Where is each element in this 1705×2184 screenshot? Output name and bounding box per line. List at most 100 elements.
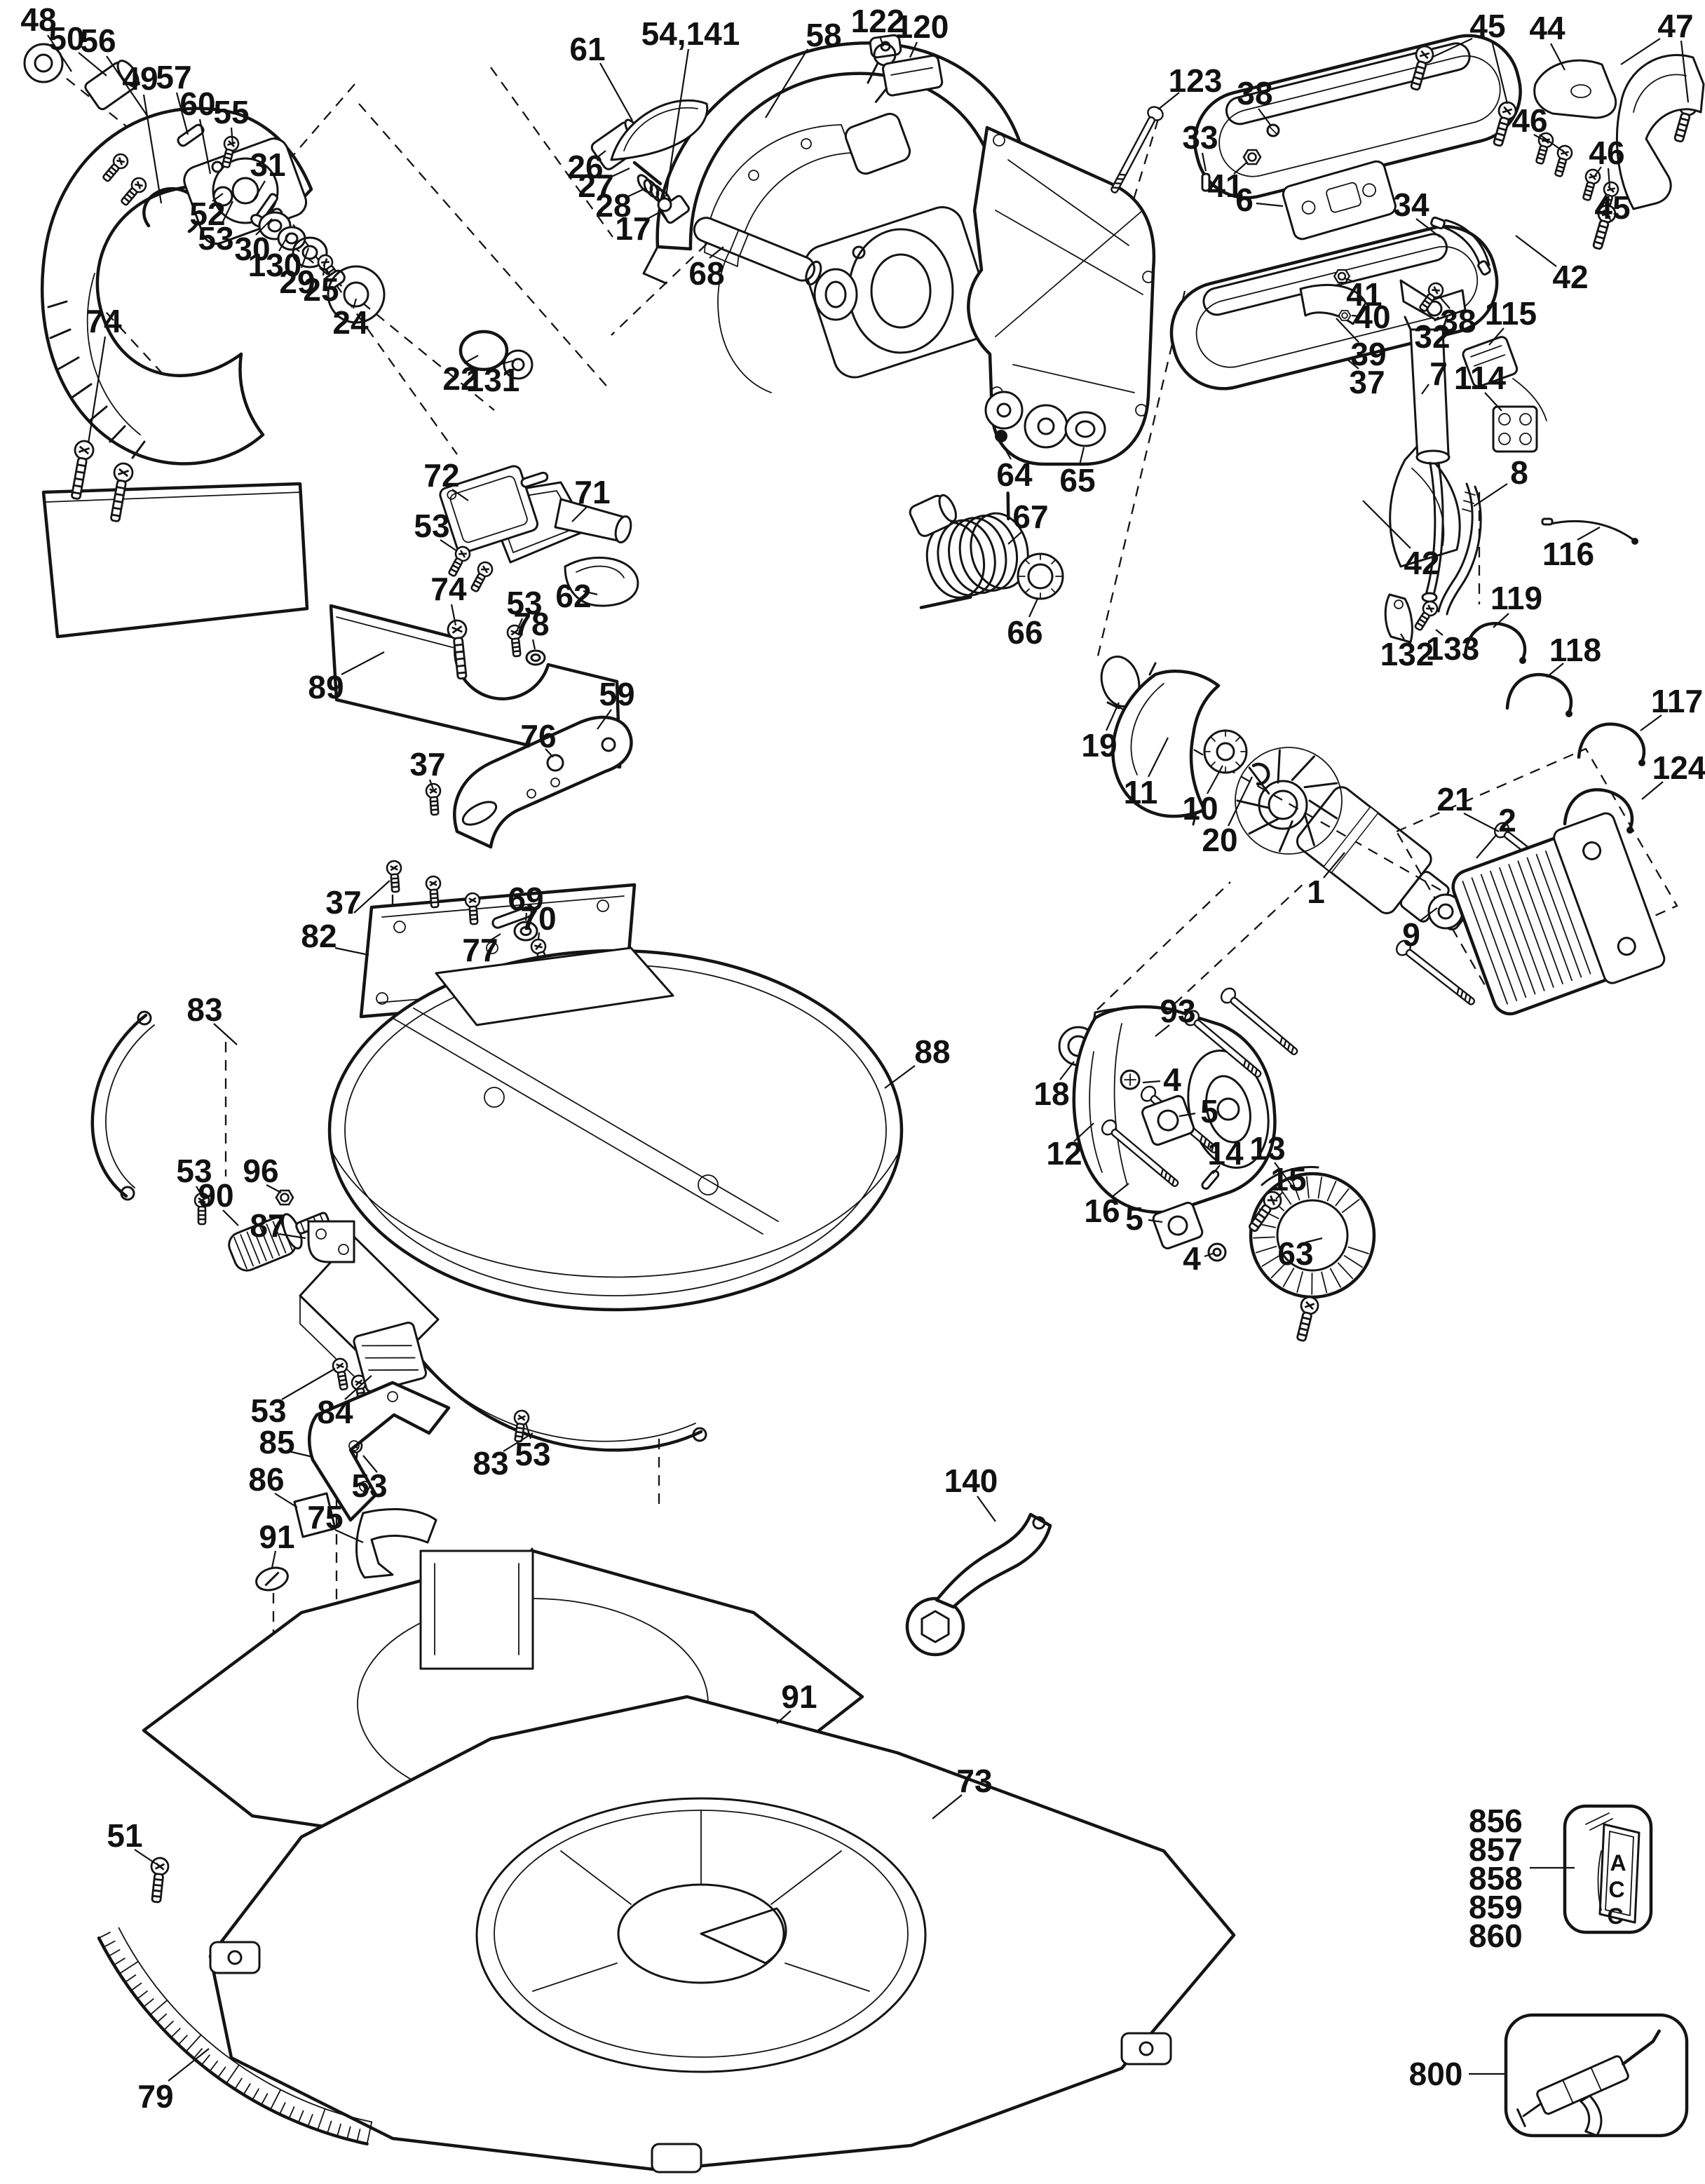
callout-860-123: 860	[1469, 1918, 1523, 1954]
callout-37-75: 37	[325, 884, 361, 921]
callout-leader-124	[1641, 781, 1664, 800]
rod-27	[632, 161, 663, 186]
callout-leader-89	[341, 651, 385, 675]
screw-54-141	[657, 197, 672, 221]
callout-leader-13	[1274, 1162, 1292, 1186]
callout-71-33: 71	[574, 474, 610, 510]
shaft-68	[693, 217, 822, 286]
callout-leader-83	[213, 1023, 238, 1045]
callout-leader-17	[644, 210, 664, 221]
callout-15-99: 15	[1270, 1161, 1306, 1198]
turntable-88	[299, 947, 904, 1404]
callout-leader-91	[776, 1710, 792, 1724]
callout-62-34: 62	[555, 578, 591, 614]
callout-leader-14	[1212, 1165, 1221, 1174]
callout-88-80: 88	[914, 1033, 950, 1070]
carry-cap-44	[1533, 59, 1617, 119]
callout-leader-48	[47, 34, 72, 72]
callout-14-97: 14	[1207, 1135, 1244, 1172]
callout-57-4: 57	[156, 59, 191, 95]
callout-37-52: 37	[1349, 364, 1385, 400]
callout-leader-41	[1233, 162, 1247, 175]
callout-93-89: 93	[1160, 993, 1195, 1029]
callout-38-37: 38	[1237, 75, 1272, 111]
field-2	[1451, 812, 1666, 1016]
callout-leader-2	[1476, 834, 1497, 859]
callout-leader-63	[1305, 1237, 1323, 1244]
callout-leader-74	[87, 336, 107, 444]
callout-leader-55	[230, 127, 234, 145]
callout-118-64: 118	[1549, 632, 1601, 668]
callout-leader-15	[1275, 1191, 1284, 1200]
callout-37-73: 37	[409, 746, 445, 782]
callout-leader-38	[1439, 297, 1451, 309]
pin-57	[177, 123, 205, 147]
callout-leader-46	[1594, 166, 1602, 177]
callout-77-78: 77	[462, 932, 498, 968]
callout-64-29: 64	[996, 456, 1033, 493]
callout-18-90: 18	[1033, 1076, 1069, 1112]
callout-leader-84	[344, 1375, 372, 1400]
callout-38-54: 38	[1440, 303, 1476, 339]
callout-131-16: 131	[466, 362, 520, 398]
callout-52-8: 52	[189, 196, 225, 232]
callout-leader-122	[878, 36, 885, 47]
callout-82-74: 82	[301, 918, 337, 954]
callout-leader-46	[1539, 134, 1564, 152]
callout-42-60: 42	[1404, 545, 1439, 581]
callout-leader-53	[524, 1423, 532, 1439]
bearing-131	[503, 349, 534, 380]
callout-53-101: 53	[176, 1153, 212, 1189]
callout-114-57: 114	[1454, 360, 1507, 396]
callout-leader-47	[1620, 38, 1661, 65]
callout-leader-32	[1434, 316, 1439, 322]
wrench-140	[905, 1512, 1052, 1657]
callout-leader-5	[1148, 1219, 1163, 1223]
callout-leader-6	[1256, 202, 1284, 208]
callout-60-5: 60	[179, 86, 215, 122]
nut-41a	[1242, 149, 1262, 165]
callout-858-121: 858	[1469, 1860, 1523, 1897]
callout-76-72: 76	[520, 718, 556, 754]
callout-40-50: 40	[1354, 299, 1390, 335]
callout-leader-42	[1362, 500, 1411, 549]
callout-leader-11	[1148, 737, 1169, 778]
wire-119	[1463, 622, 1527, 664]
callout-leader-28	[625, 187, 647, 198]
callout-116-59: 116	[1542, 536, 1594, 572]
callout-34-41: 34	[1393, 186, 1429, 223]
callout-85-107: 85	[259, 1424, 294, 1460]
callout-leader-1	[1323, 852, 1345, 879]
callout-leader-18	[1059, 1061, 1075, 1080]
callout-leader-19	[1105, 702, 1120, 731]
callout-5-93: 5	[1200, 1093, 1218, 1130]
wire-117	[1577, 722, 1646, 766]
callout-leader-47	[1680, 40, 1690, 103]
callout-19-81: 19	[1081, 727, 1117, 764]
snap-ring-20	[1251, 762, 1270, 786]
callout-leader-41	[1344, 277, 1355, 283]
callout-70-77: 70	[520, 900, 556, 937]
callout-leader-29	[300, 247, 310, 269]
callout-56-2: 56	[80, 22, 116, 59]
callout-66-32: 66	[1007, 614, 1042, 651]
callout-leader-123	[1157, 92, 1180, 110]
callout-24-14: 24	[332, 304, 369, 341]
callout-leader-90	[222, 1209, 239, 1226]
spindle-carriage	[717, 112, 994, 393]
callout-68-28: 68	[688, 255, 724, 292]
callout-73-117: 73	[956, 1763, 992, 1799]
callout-115-55: 115	[1485, 295, 1537, 332]
callout-leader-87	[278, 1233, 306, 1240]
acc-badge: ACC	[1563, 1804, 1653, 1934]
callout-leader-4	[1204, 1252, 1214, 1258]
base-73	[208, 1695, 1236, 2173]
callout-leader-57	[175, 92, 189, 135]
pin-14	[1201, 1169, 1220, 1190]
terminal-block-114	[1492, 405, 1538, 453]
latch-120	[874, 54, 944, 103]
callout-leader-85	[288, 1450, 313, 1458]
callout-leader-61	[599, 62, 633, 121]
